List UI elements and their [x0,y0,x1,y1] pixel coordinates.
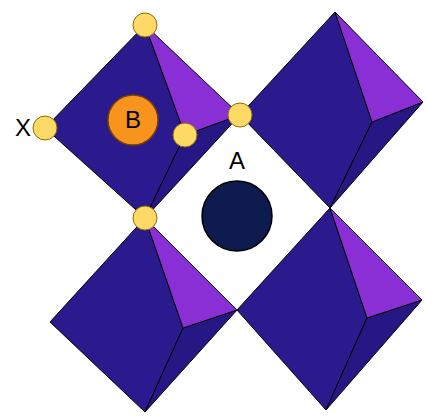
octahedra [45,12,423,412]
x-atom [133,13,157,37]
atom-circle: B [106,93,160,147]
atom-disc [202,181,272,251]
octahedron-face [145,25,240,135]
x-atom [33,116,57,140]
octahedron-face [330,208,422,318]
atom-disc [108,95,158,145]
octahedron-face [335,12,423,122]
atom-name: X [15,116,31,140]
atom-circle: A [200,149,274,253]
x-atom [228,103,252,127]
atom-label: A [200,149,274,173]
x-atom [133,206,157,230]
atom-label: B [125,108,141,132]
x-atom [173,123,197,147]
octahedron-face [326,300,422,410]
